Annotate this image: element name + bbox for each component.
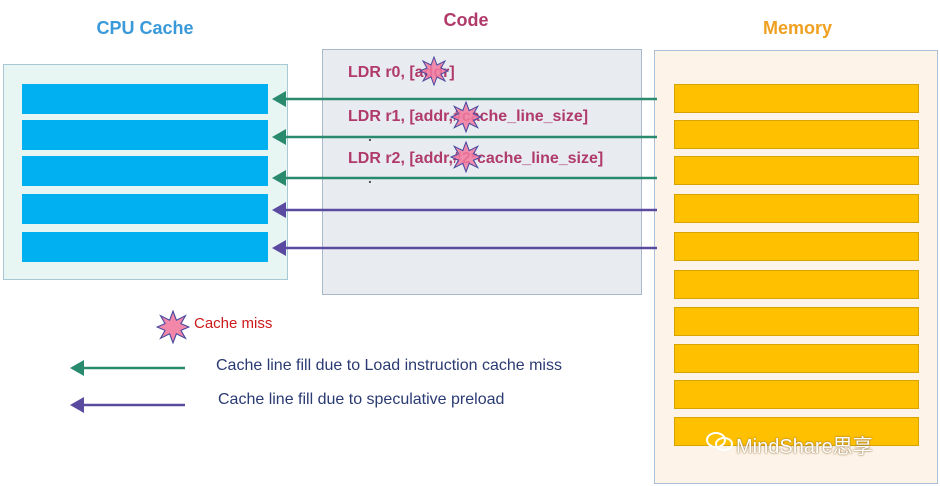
code-ellipsis-dot: . [368,170,372,186]
memory-line [674,344,919,373]
code-panel [322,49,642,295]
memory-title: Memory [762,18,833,38]
legend-load-miss-label: Cache line fill due to Load instruction … [216,357,562,374]
legend-cache-miss-icon [156,310,190,344]
memory-line [674,84,919,113]
legend-cache-miss-label: Cache miss [194,315,273,332]
memory-line [674,380,919,409]
memory-line [674,120,919,149]
memory-line [674,156,919,185]
memory-line [674,194,919,223]
preload-arrow [272,240,657,256]
memory-line [674,417,919,446]
legend-load-miss-arrow [70,360,185,376]
legend-preload-arrow [70,397,185,413]
load-miss-arrow [272,170,657,186]
cache-line [22,156,268,186]
code-ellipsis-dot: . [368,128,372,144]
wechat-icon [706,431,736,459]
legend-preload-label: Cache line fill due to speculative prelo… [218,391,505,408]
cache-miss-starburst-icon [450,141,482,173]
cache-miss-starburst-icon [419,56,449,86]
memory-line [674,307,919,336]
cache-line [22,194,268,224]
watermark: MindShare思享 [706,430,873,459]
memory-line [674,270,919,299]
code-title: Code [443,10,489,30]
watermark-text: MindShare思享 [736,436,873,458]
cache-miss-starburst-icon [450,101,482,133]
load-miss-arrow [272,129,657,145]
cache-line [22,232,268,262]
cache-line [22,120,268,150]
cpu-cache-title: CPU Cache [96,18,194,38]
load-miss-arrow [272,91,657,107]
memory-line [674,232,919,261]
cache-line [22,84,268,114]
preload-arrow [272,202,657,218]
